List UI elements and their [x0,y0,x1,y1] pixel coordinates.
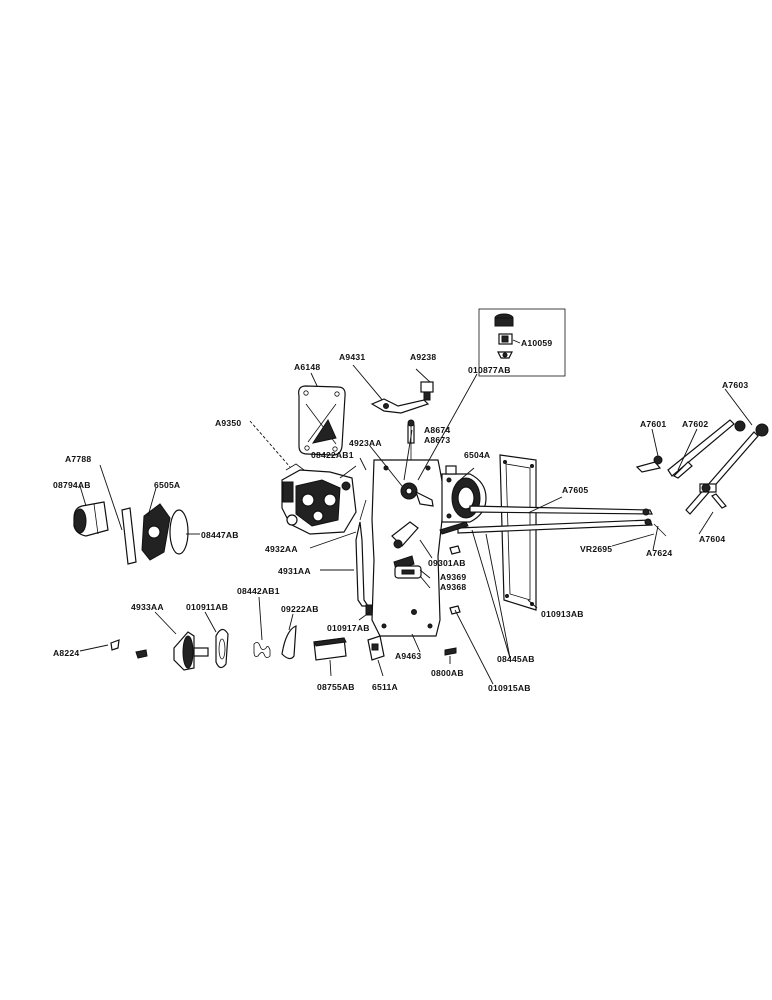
label-08422AB1: 08422AB1 [311,450,354,460]
levers-A760x [635,419,769,515]
label-A7604: A7604 [699,534,725,544]
label-VR2695: VR2695 [580,544,612,554]
label-0800AB: 0800AB [431,668,464,678]
label-010915AB: 010915AB [488,683,531,693]
label-A9431: A9431 [339,352,365,362]
label-09301AB: 09301AB [428,558,466,568]
label-6504A: 6504A [464,450,490,460]
label-A9369: A9369 [440,572,466,582]
part-6504A [441,465,487,523]
label-A7601: A7601 [640,419,666,429]
label-A9463: A9463 [395,651,421,661]
label-4923AA: 4923AA [349,438,382,448]
label-4933AA: 4933AA [131,602,164,612]
label-08794AB: 08794AB [53,480,91,490]
selector-lever [391,482,434,579]
label-A6148: A6148 [294,362,320,372]
left-group [73,501,189,565]
label-010917AB: 010917AB [327,623,370,633]
part-A6148 [298,372,346,456]
label-4931AA: 4931AA [278,566,311,576]
label-010877AB: 010877AB [468,365,511,375]
label-A10059: A10059 [521,338,552,348]
label-A9368: A9368 [440,582,466,592]
inset-box [478,308,566,377]
label-010913AB: 010913AB [541,609,584,619]
rods-A7605 [457,505,667,537]
label-08442AB1: 08442AB1 [237,586,280,596]
label-A7603: A7603 [722,380,748,390]
label-A9238: A9238 [410,352,436,362]
label-A8674: A8674 [424,425,450,435]
label-4932AA: 4932AA [265,544,298,554]
label-010911AB: 010911AB [186,602,228,612]
label-A8224: A8224 [53,648,79,658]
label-6511A: 6511A [372,682,398,692]
label-A7605: A7605 [562,485,588,495]
part-A9431 [352,364,430,414]
part-A9238 [415,368,434,401]
valve-body [281,463,357,535]
bottom-row [110,521,469,671]
label-A8673: A8673 [424,435,450,445]
label-6505A: 6505A [154,480,180,490]
label-A7624: A7624 [646,548,672,558]
gasket-010913AB [499,454,537,611]
label-08755AB: 08755AB [317,682,355,692]
label-A7788: A7788 [65,454,91,464]
leader-lines [79,373,753,685]
label-A9350: A9350 [215,418,241,428]
rods-4931-4932 [355,499,373,616]
part-labels: A10059 A9238 A9431 A6148 010877AB A7603 … [53,338,748,693]
label-A7602: A7602 [682,419,708,429]
label-09222AB: 09222AB [281,604,319,614]
label-08445AB: 08445AB [497,654,535,664]
label-08447AB: 08447AB [201,530,239,540]
